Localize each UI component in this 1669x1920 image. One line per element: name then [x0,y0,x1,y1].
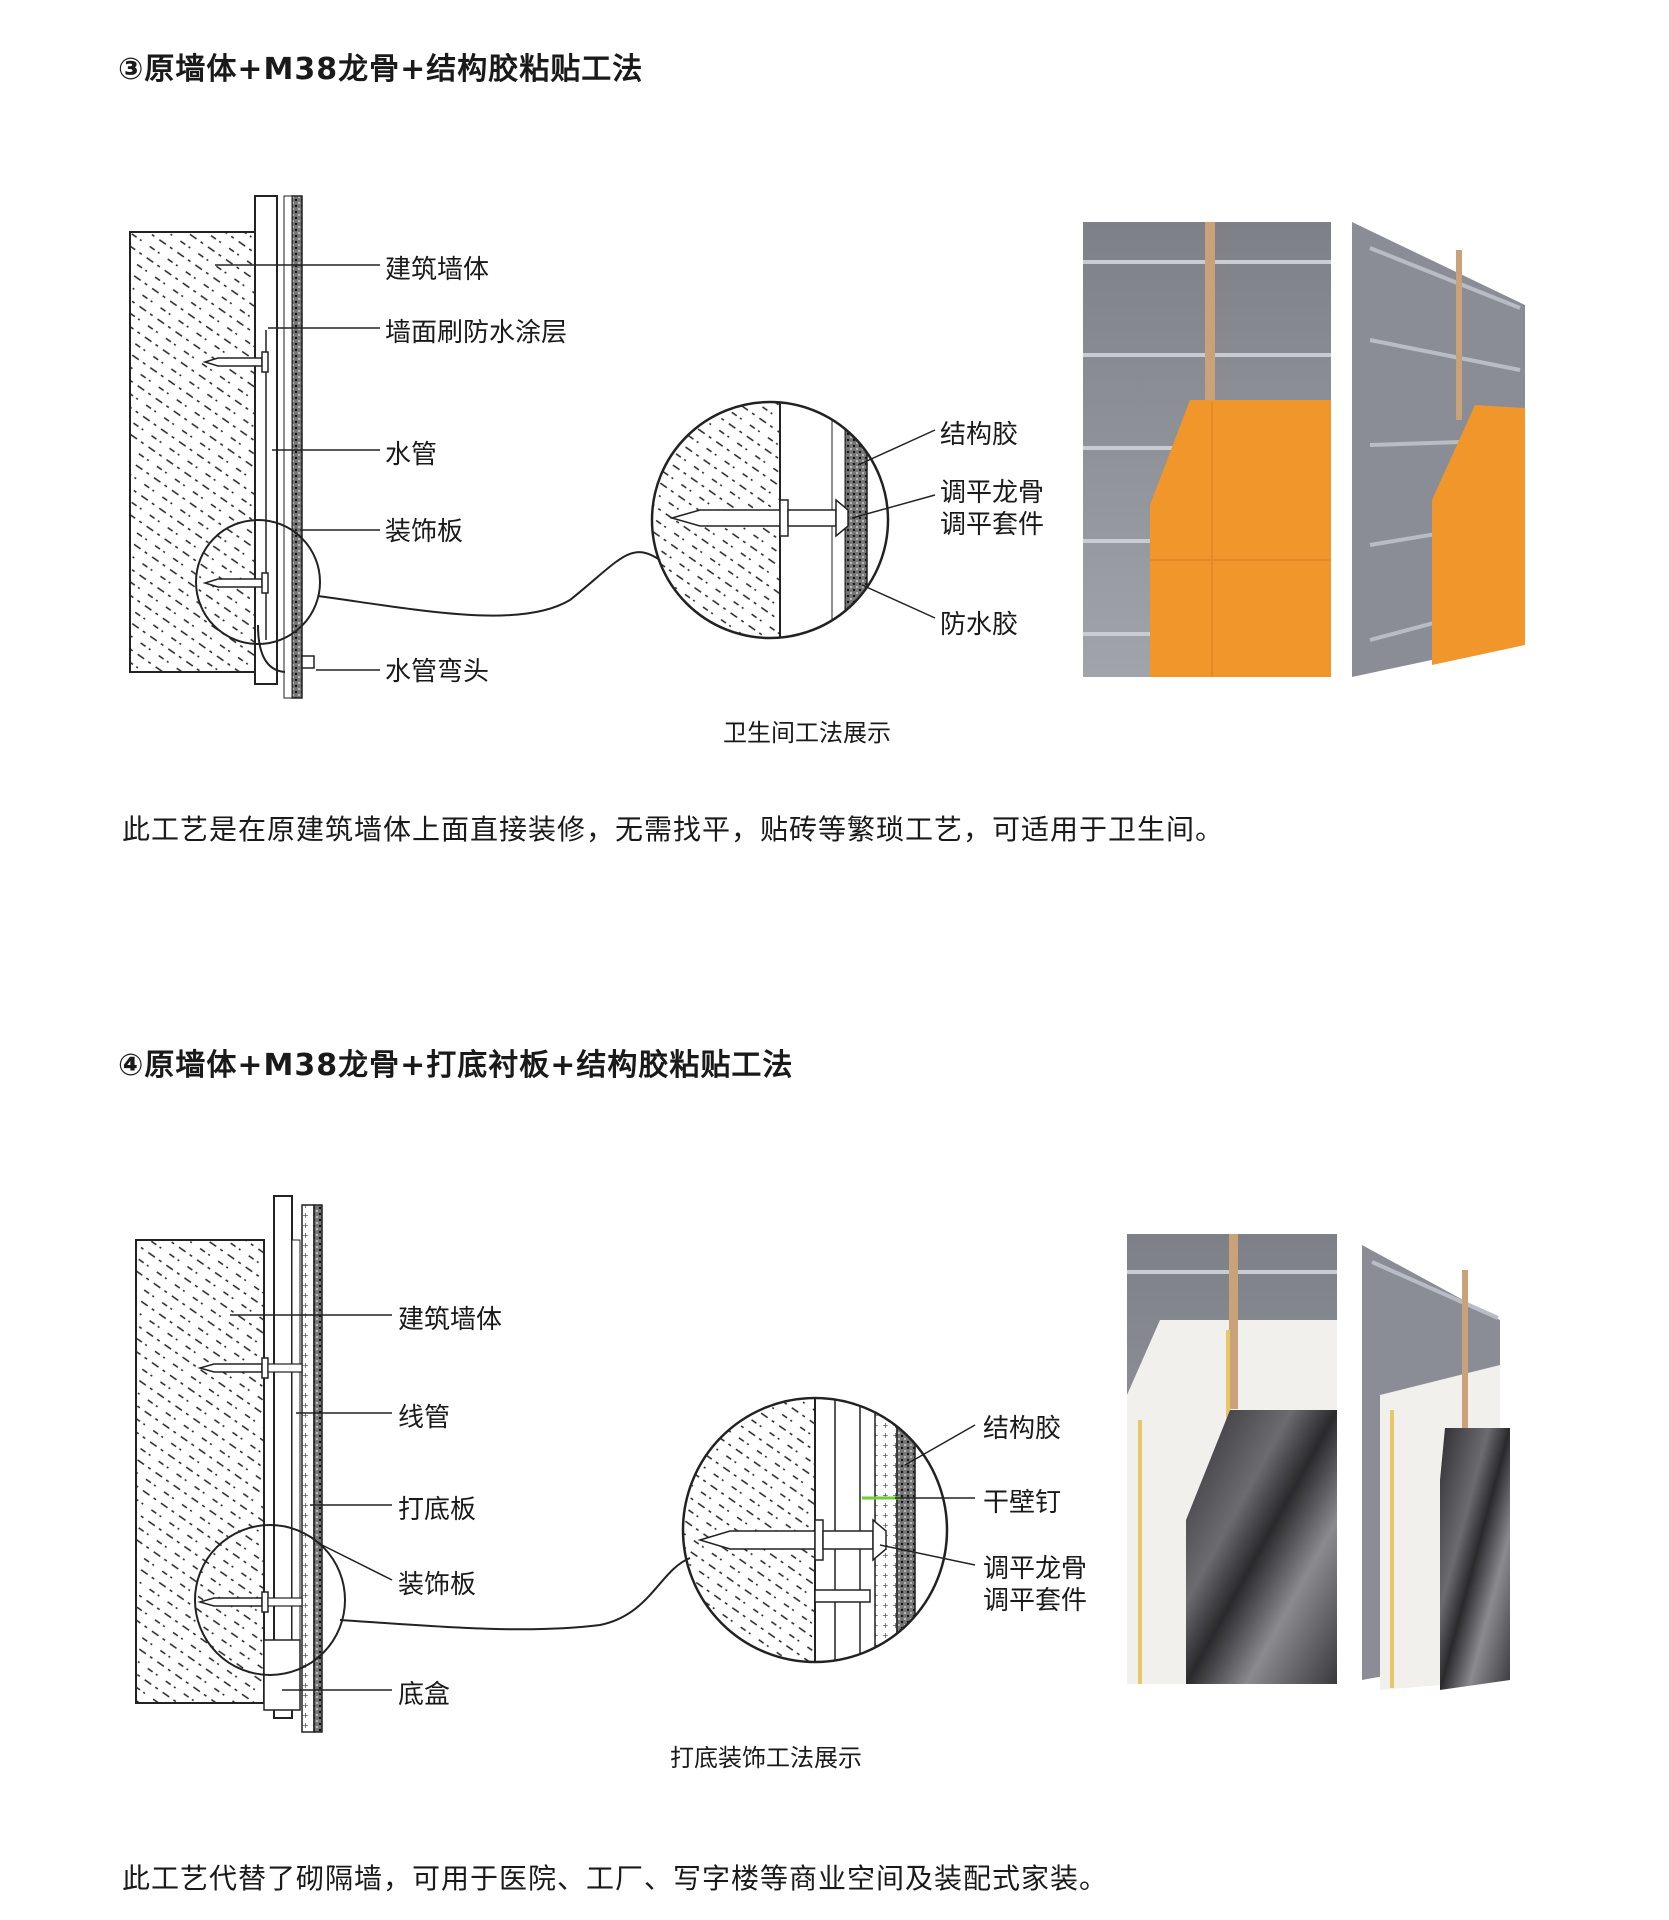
s3-label-decor-panel: 装饰板 [385,517,464,547]
s3-screw-upper [202,351,269,373]
s3-detail-leveling-kit: 调平套件 [940,510,1045,540]
s4-label-conduit: 线管 [398,1403,451,1433]
s3-wall-block [129,231,256,673]
s3-pipe-elbow [257,624,286,673]
s4-photo-front [1127,1234,1337,1684]
s4-photo-side [1362,1245,1510,1690]
s4-screw-upper [197,1357,303,1379]
s3-elbow-fitting [301,655,315,669]
s3-photo-front [1083,222,1331,677]
s4-detail-leveling-kit: 调平套件 [983,1586,1088,1616]
s4-connector-curve [339,1557,691,1631]
s4-detail-circle [681,1396,949,1664]
s3-detail-leveling-keel: 调平龙骨 [940,478,1045,508]
s3-label-water-pipe: 水管 [385,440,438,470]
s3-screw-lower [202,572,269,594]
s3-detail-structural-glue: 结构胶 [940,420,1019,450]
s3-caption: 卫生间工法展示 [723,719,891,747]
s3-connector-curve [317,551,661,617]
section4-title: ④原墙体+M38龙骨+打底衬板+结构胶粘贴工法 [118,1048,794,1083]
s4-detail-structural-glue: 结构胶 [983,1414,1062,1444]
s4-label-wall: 建筑墙体 [398,1305,503,1335]
s4-base-board [301,1204,315,1733]
s4-label-decor-panel: 装饰板 [398,1570,477,1600]
s3-photo-side [1352,222,1525,677]
s4-detail-leveling-keel: 调平龙骨 [983,1554,1088,1584]
s4-magnifier-small [194,1524,346,1676]
s3-description: 此工艺是在原建筑墙体上面直接装修，无需找平，贴砖等繁琐工艺，可适用于卫生间。 [122,813,1225,846]
s4-wall-block [135,1239,265,1704]
s3-glue-layer [283,195,293,699]
s4-decor-panel [313,1204,323,1733]
s3-detail-waterproof-glue: 防水胶 [940,610,1019,640]
s3-magnifier-small [195,519,321,645]
s4-detail-drywall-nail: 干壁钉 [983,1488,1062,1518]
s3-label-pipe-elbow: 水管弯头 [385,657,490,687]
s4-caption: 打底装饰工法展示 [670,1744,862,1772]
s4-label-back-box: 底盒 [398,1680,451,1710]
s3-label-wall: 建筑墙体 [385,255,490,285]
section3-title: ③原墙体+M38龙骨+结构胶粘贴工法 [118,52,644,87]
s3-label-waterproof-coating: 墙面刷防水涂层 [385,318,568,348]
s4-description: 此工艺代替了砌隔墙，可用于医院、工厂、写字楼等商业空间及装配式家装。 [122,1862,1109,1895]
s4-screw-lower [197,1591,303,1613]
s4-label-base-board: 打底板 [398,1495,477,1525]
